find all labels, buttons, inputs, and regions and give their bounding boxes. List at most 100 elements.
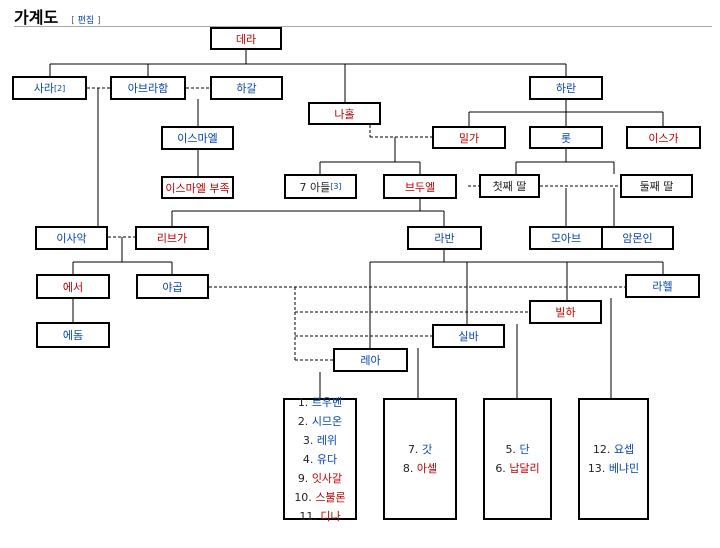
- child-name-link[interactable]: 갓: [421, 443, 433, 456]
- node-label: 빌하: [555, 306, 576, 319]
- child-number: 12.: [592, 443, 614, 456]
- node-label: 나홀: [334, 107, 355, 121]
- node-abraham[interactable]: 아브라함: [110, 76, 186, 100]
- child-entry: 3. 레위: [303, 431, 337, 450]
- child-name-link[interactable]: 아셀: [416, 462, 438, 475]
- node-label: 에서: [62, 280, 84, 294]
- child-name-link[interactable]: 디나: [320, 509, 341, 523]
- node-esau[interactable]: 에서: [36, 274, 110, 299]
- child-number: 3.: [302, 433, 317, 447]
- child-entry: 5. 단: [505, 440, 529, 459]
- child-name-link[interactable]: 르우벤: [311, 395, 343, 409]
- node-label: 리브가: [156, 232, 188, 245]
- node-terah[interactable]: 데라: [210, 27, 282, 50]
- node-label: 모아브: [550, 232, 582, 245]
- node-label: 하갈: [236, 82, 257, 95]
- node-first-daughter: 첫째 딸: [479, 174, 540, 198]
- node-label: 이스마엘: [177, 132, 218, 145]
- node-label: 이사악: [56, 232, 87, 245]
- child-number: 7.: [407, 443, 422, 456]
- node-second-daughter: 둘째 딸: [620, 174, 693, 198]
- child-number: 1.: [297, 395, 312, 409]
- header-divider: [14, 26, 712, 27]
- child-number: 6.: [495, 462, 510, 475]
- child-name-link[interactable]: 시므온: [311, 414, 343, 428]
- child-number: 10.: [294, 490, 316, 504]
- page-header: 가계도 [ 편집 ]: [14, 4, 101, 27]
- child-name-link[interactable]: 유다: [316, 452, 338, 466]
- node-label: 레아: [360, 354, 381, 367]
- child-entry: 11. 디나: [299, 507, 340, 526]
- node-iscah[interactable]: 이스가: [626, 126, 701, 149]
- node-label: 라반: [434, 232, 455, 245]
- child-number: 5.: [505, 443, 520, 456]
- node-label: 첫째 딸: [492, 180, 527, 193]
- node-seven-sons[interactable]: 7 아들[3]: [284, 174, 357, 199]
- edit-bracket-open: [: [71, 16, 75, 26]
- node-label: 아브라함: [127, 82, 169, 95]
- child-name-link[interactable]: 단: [519, 443, 530, 456]
- child-number: 13.: [587, 462, 609, 475]
- child-number: 8.: [402, 462, 417, 475]
- child-name-link[interactable]: 요셉: [613, 443, 635, 456]
- node-label: 7 아들: [299, 180, 331, 194]
- node-label: 암몬인: [622, 232, 653, 245]
- child-entry: 8. 아셀: [403, 459, 437, 478]
- node-lot[interactable]: 롯: [529, 126, 603, 149]
- child-entry: 7. 갓: [408, 440, 432, 459]
- child-entry: 12. 요셉: [593, 440, 634, 459]
- node-zilpah[interactable]: 실바: [432, 324, 505, 348]
- child-entry: 6. 납달리: [495, 459, 539, 478]
- node-moab[interactable]: 모아브: [529, 226, 603, 250]
- node-label: 실바: [458, 330, 479, 343]
- node-edom[interactable]: 에돔: [36, 322, 110, 348]
- node-bilhah[interactable]: 빌하: [529, 300, 602, 324]
- node-label: 하란: [555, 82, 577, 95]
- node-nahor[interactable]: 나홀: [308, 102, 381, 125]
- node-isaac[interactable]: 이사악: [35, 226, 108, 250]
- node-rachel[interactable]: 라헬: [625, 274, 700, 298]
- child-name-link[interactable]: 베냐민: [608, 462, 640, 475]
- footnote-ref[interactable]: [3]: [330, 182, 342, 191]
- child-name-link[interactable]: 잇사갈: [311, 471, 343, 485]
- child-name-link[interactable]: 스불론: [315, 490, 346, 504]
- node-hagar[interactable]: 하갈: [210, 76, 283, 100]
- node-bethuel[interactable]: 브두엘: [383, 174, 457, 199]
- child-entry: 10. 스불론: [294, 488, 345, 507]
- node-laban[interactable]: 라반: [407, 226, 482, 250]
- node-sarah[interactable]: 사라[2]: [12, 76, 87, 100]
- child-entry: 9. 잇사갈: [298, 469, 342, 488]
- node-label: 에돔: [62, 329, 84, 342]
- node-label: 밀가: [458, 131, 480, 145]
- node-ammon[interactable]: 암몬인: [601, 226, 674, 250]
- node-ishmael[interactable]: 이스마엘: [161, 126, 234, 150]
- node-label: 사라: [33, 82, 54, 95]
- node-haran[interactable]: 하란: [529, 76, 603, 100]
- child-number: 9.: [297, 471, 312, 485]
- node-label: 이스가: [648, 131, 679, 145]
- edit-link[interactable]: 편집: [77, 16, 95, 26]
- child-number: 2.: [297, 414, 312, 428]
- edit-section-link[interactable]: [ 편집 ]: [71, 16, 100, 26]
- child-entry: 13. 베냐민: [588, 459, 639, 478]
- child-name-link[interactable]: 레위: [316, 433, 338, 447]
- footnote-ref[interactable]: [2]: [53, 83, 66, 93]
- node-milcah[interactable]: 밀가: [432, 126, 506, 149]
- node-rebekah[interactable]: 리브가: [135, 226, 209, 250]
- node-label: 데라: [235, 32, 257, 46]
- node-label: 브두엘: [404, 180, 436, 194]
- page-title: 가계도: [14, 8, 59, 27]
- node-ishmael-tribes[interactable]: 이스마엘 부족: [161, 176, 234, 199]
- child-entry: 1. 르우벤: [298, 393, 342, 412]
- child-name-link[interactable]: 납달리: [509, 462, 540, 475]
- edit-bracket-close: ]: [97, 16, 101, 26]
- node-leah[interactable]: 레아: [333, 348, 408, 372]
- node-jacob[interactable]: 야곱: [136, 274, 209, 299]
- child-entry: 2. 시므온: [298, 412, 342, 431]
- child-number: 4.: [302, 452, 317, 466]
